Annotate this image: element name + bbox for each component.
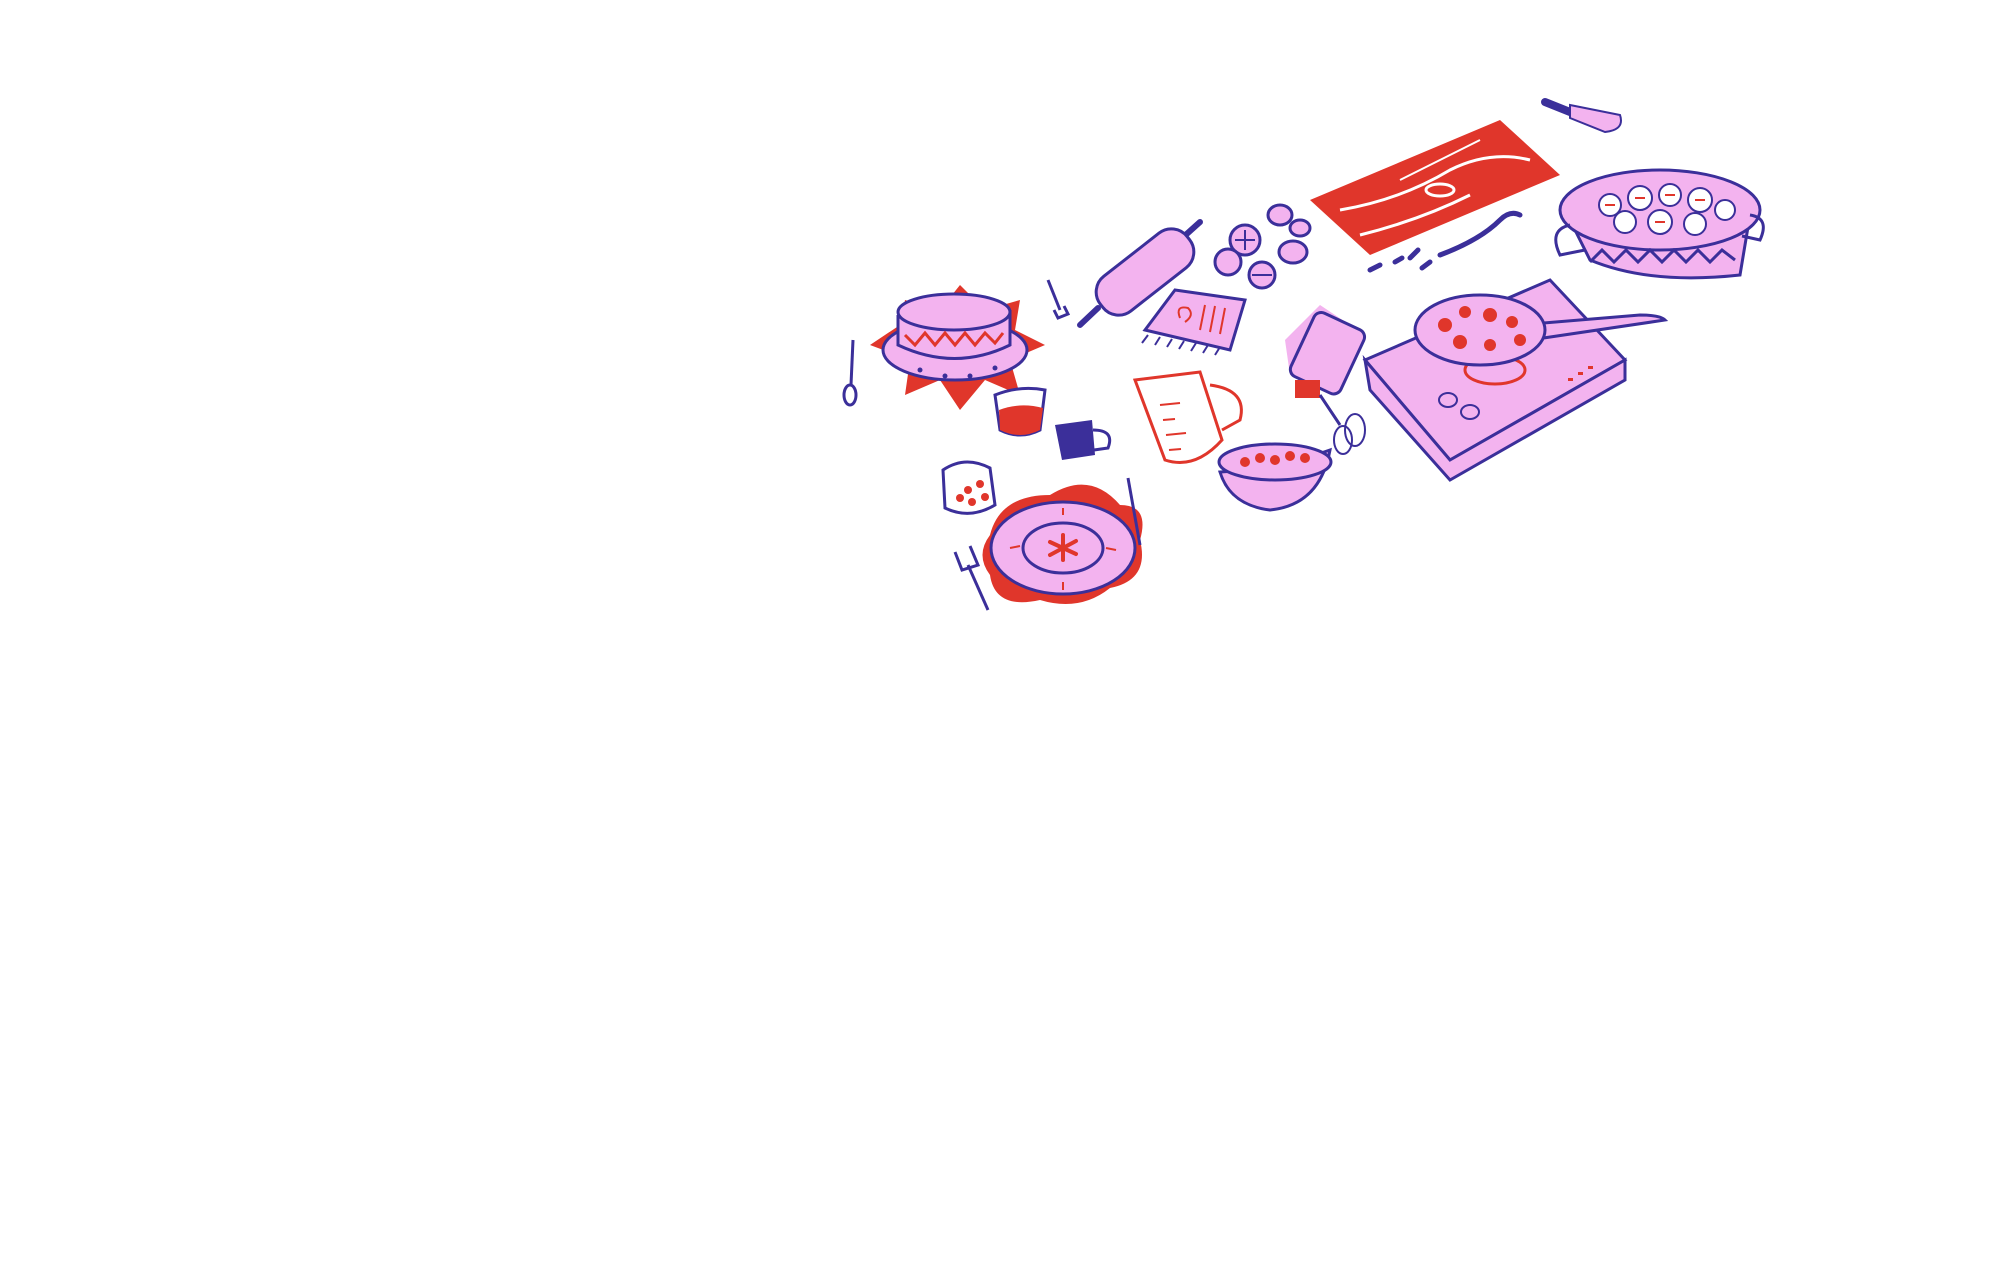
glass-icon	[993, 386, 1047, 437]
notebook-icon	[1141, 288, 1247, 356]
cake-icon	[870, 285, 1045, 410]
mixer-icon	[1285, 305, 1367, 455]
lemon-icon	[1213, 223, 1277, 290]
cutting-board-icon	[1310, 120, 1560, 255]
rolling-pin-icon	[1077, 219, 1203, 328]
knife-icon	[1541, 98, 1622, 134]
fork-icon	[1046, 279, 1071, 320]
pot-icon	[1554, 168, 1765, 280]
fork-icon	[953, 545, 990, 611]
vanilla-icon	[1367, 210, 1523, 273]
plate-icon	[982, 484, 1143, 604]
knife-icon	[1126, 477, 1142, 546]
spoon-icon	[842, 339, 858, 407]
jar-icon	[941, 460, 997, 515]
mug-icon	[1055, 420, 1112, 460]
jug-icon	[1132, 370, 1243, 464]
nut-icon	[1266, 203, 1312, 265]
stove-icon	[1362, 278, 1669, 482]
bowl-icon	[1217, 442, 1333, 512]
